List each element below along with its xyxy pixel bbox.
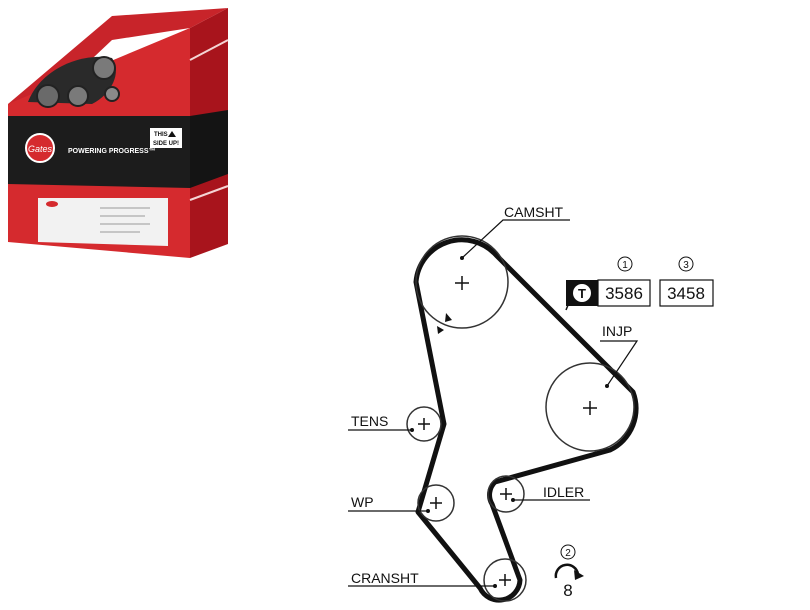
marker-3-number: 3 <box>683 260 689 271</box>
box-label-lines <box>100 207 150 233</box>
value-3: 3458 <box>667 284 705 303</box>
rotation-arrowhead-icon <box>574 570 584 580</box>
camshaft-pulley <box>415 235 509 329</box>
leader-dots <box>410 256 609 588</box>
this-side-up-line1: THIS <box>154 132 168 138</box>
gates-logo-text: Gates <box>28 144 53 154</box>
marker-1-number: 1 <box>622 260 628 271</box>
marker-3-circle <box>678 256 694 272</box>
box-product-label <box>38 198 168 246</box>
value-1: 3586 <box>605 284 643 303</box>
tension-spec: T 1 3586 3 3458 <box>565 256 714 311</box>
crankshaft-pulley <box>483 558 527 602</box>
label-crankshaft: CRANSHT <box>351 570 419 586</box>
value-3-box <box>659 279 714 307</box>
gates-logo: Gates <box>25 133 55 163</box>
box-black-band-side <box>190 110 228 188</box>
this-side-up-label <box>150 128 182 148</box>
rotation-spec: 2 8 <box>554 544 584 600</box>
label-idler: IDLER <box>543 484 584 500</box>
value-1-box <box>597 279 651 307</box>
marker-2-circle <box>560 544 576 560</box>
injection-pump-pulley <box>545 362 635 452</box>
label-water-pump: WP <box>351 494 374 510</box>
water-pump-pulley <box>417 484 455 522</box>
box-label-logo-icon <box>46 201 58 207</box>
marker-2-number: 2 <box>565 548 571 559</box>
this-side-up-line2: SIDE UP! <box>153 141 179 147</box>
idler-pulley <box>487 475 525 513</box>
rotation-arrow-icon <box>554 563 580 579</box>
timing-belt-diagram: CAMSHT INJP TENS WP IDLER CRANSHT T 1 35… <box>348 204 714 603</box>
product-box: Gates POWERING PROGRESS™ THIS SIDE UP! <box>8 8 229 258</box>
camshaft-timing-mark-icon <box>445 313 452 322</box>
tension-tag-letter: T <box>578 286 586 301</box>
label-camshaft: CAMSHT <box>504 204 564 220</box>
belt-timing-mark-icon <box>437 326 444 334</box>
marker-1-circle <box>617 256 633 272</box>
label-injection-pump: INJP <box>602 323 632 339</box>
tensioner-pulley <box>406 406 442 442</box>
box-black-band <box>8 116 190 188</box>
label-tensioner: TENS <box>351 413 388 429</box>
box-slogan: POWERING PROGRESS™ <box>68 148 156 155</box>
box-belt-illustration <box>28 56 120 108</box>
timing-belt <box>413 237 639 603</box>
leader-lines <box>348 219 639 587</box>
rotation-value: 8 <box>563 581 572 600</box>
pulley-center-marks <box>418 276 597 586</box>
arrow-up-icon <box>168 131 176 137</box>
